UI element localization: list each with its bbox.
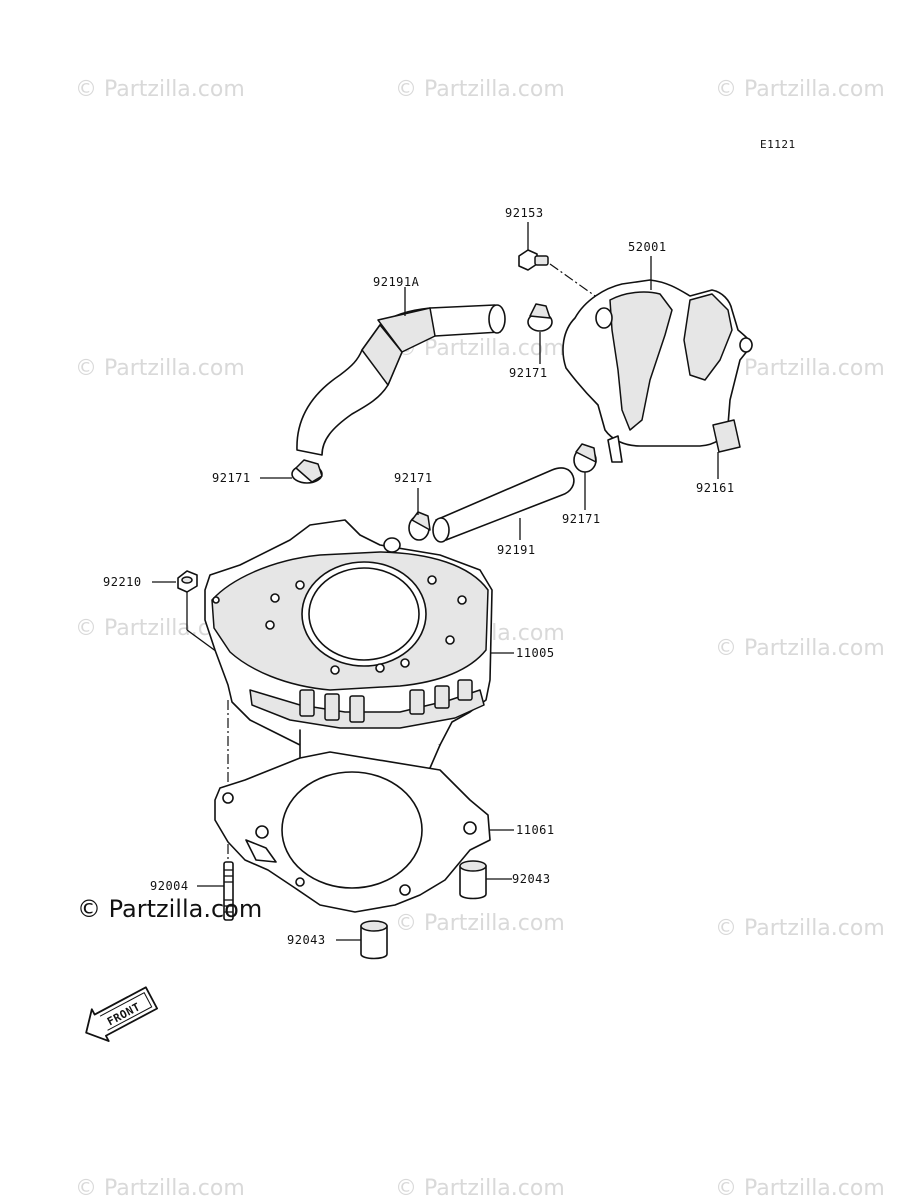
part-11005-cylinder[interactable] xyxy=(204,519,493,796)
watermark: © Partzilla.com xyxy=(715,636,885,661)
watermark: © Partzilla.com xyxy=(75,1176,245,1200)
part-label-92210[interactable]: 92210 xyxy=(103,575,142,589)
watermark: © Partzilla.com xyxy=(75,356,245,381)
watermark: © Partzilla.com xyxy=(75,77,245,102)
part-11061-gasket[interactable] xyxy=(214,751,491,913)
front-arrow: FRONT xyxy=(85,986,159,1042)
watermark: © Partzilla.com xyxy=(715,1176,885,1200)
part-label-92043-lower[interactable]: 92043 xyxy=(287,933,326,947)
watermark: © Partzilla.com xyxy=(715,916,885,941)
part-label-92191A[interactable]: 92191A xyxy=(373,275,420,289)
part-label-11005[interactable]: 11005 xyxy=(516,646,555,660)
part-label-92161[interactable]: 92161 xyxy=(696,481,735,495)
part-92171-clamp-right[interactable] xyxy=(573,443,597,473)
part-92004-stud[interactable] xyxy=(223,861,234,921)
part-label-92153[interactable]: 92153 xyxy=(505,206,544,220)
part-92161-pad[interactable] xyxy=(712,419,741,453)
diagram-code: E1121 xyxy=(760,138,796,151)
part-92171-clamp-mid[interactable] xyxy=(408,511,431,541)
part-label-92171-right[interactable]: 92171 xyxy=(562,512,601,526)
part-label-92171-mid[interactable]: 92171 xyxy=(394,471,433,485)
watermark: © Partzilla.com xyxy=(395,77,565,102)
part-label-92171-upper[interactable]: 92171 xyxy=(509,366,548,380)
part-label-11061[interactable]: 11061 xyxy=(516,823,555,837)
part-92043-dowel-lower[interactable] xyxy=(360,920,388,960)
part-92191A-hose[interactable] xyxy=(296,304,506,456)
part-92171-clamp-left[interactable] xyxy=(291,459,323,484)
part-92171-clamp-upper[interactable] xyxy=(527,303,553,332)
part-92153-bolt[interactable] xyxy=(518,249,599,299)
watermark: © Partzilla.com xyxy=(395,1176,565,1200)
watermark: © Partzilla.com xyxy=(715,356,885,381)
part-92210-nut[interactable] xyxy=(177,570,198,593)
part-92043-dowel-right[interactable] xyxy=(459,860,487,900)
part-label-92004[interactable]: 92004 xyxy=(150,879,189,893)
part-92191-hose[interactable] xyxy=(432,467,575,543)
part-label-92191[interactable]: 92191 xyxy=(497,543,536,557)
part-label-52001[interactable]: 52001 xyxy=(628,240,667,254)
watermark: © Partzilla.com xyxy=(395,911,565,936)
brand-watermark: © Partzilla.com xyxy=(77,895,262,923)
part-label-92171-left[interactable]: 92171 xyxy=(212,471,251,485)
watermark: © Partzilla.com xyxy=(715,77,885,102)
part-52001-reservoir[interactable] xyxy=(562,279,753,463)
part-label-92043-right[interactable]: 92043 xyxy=(512,872,551,886)
